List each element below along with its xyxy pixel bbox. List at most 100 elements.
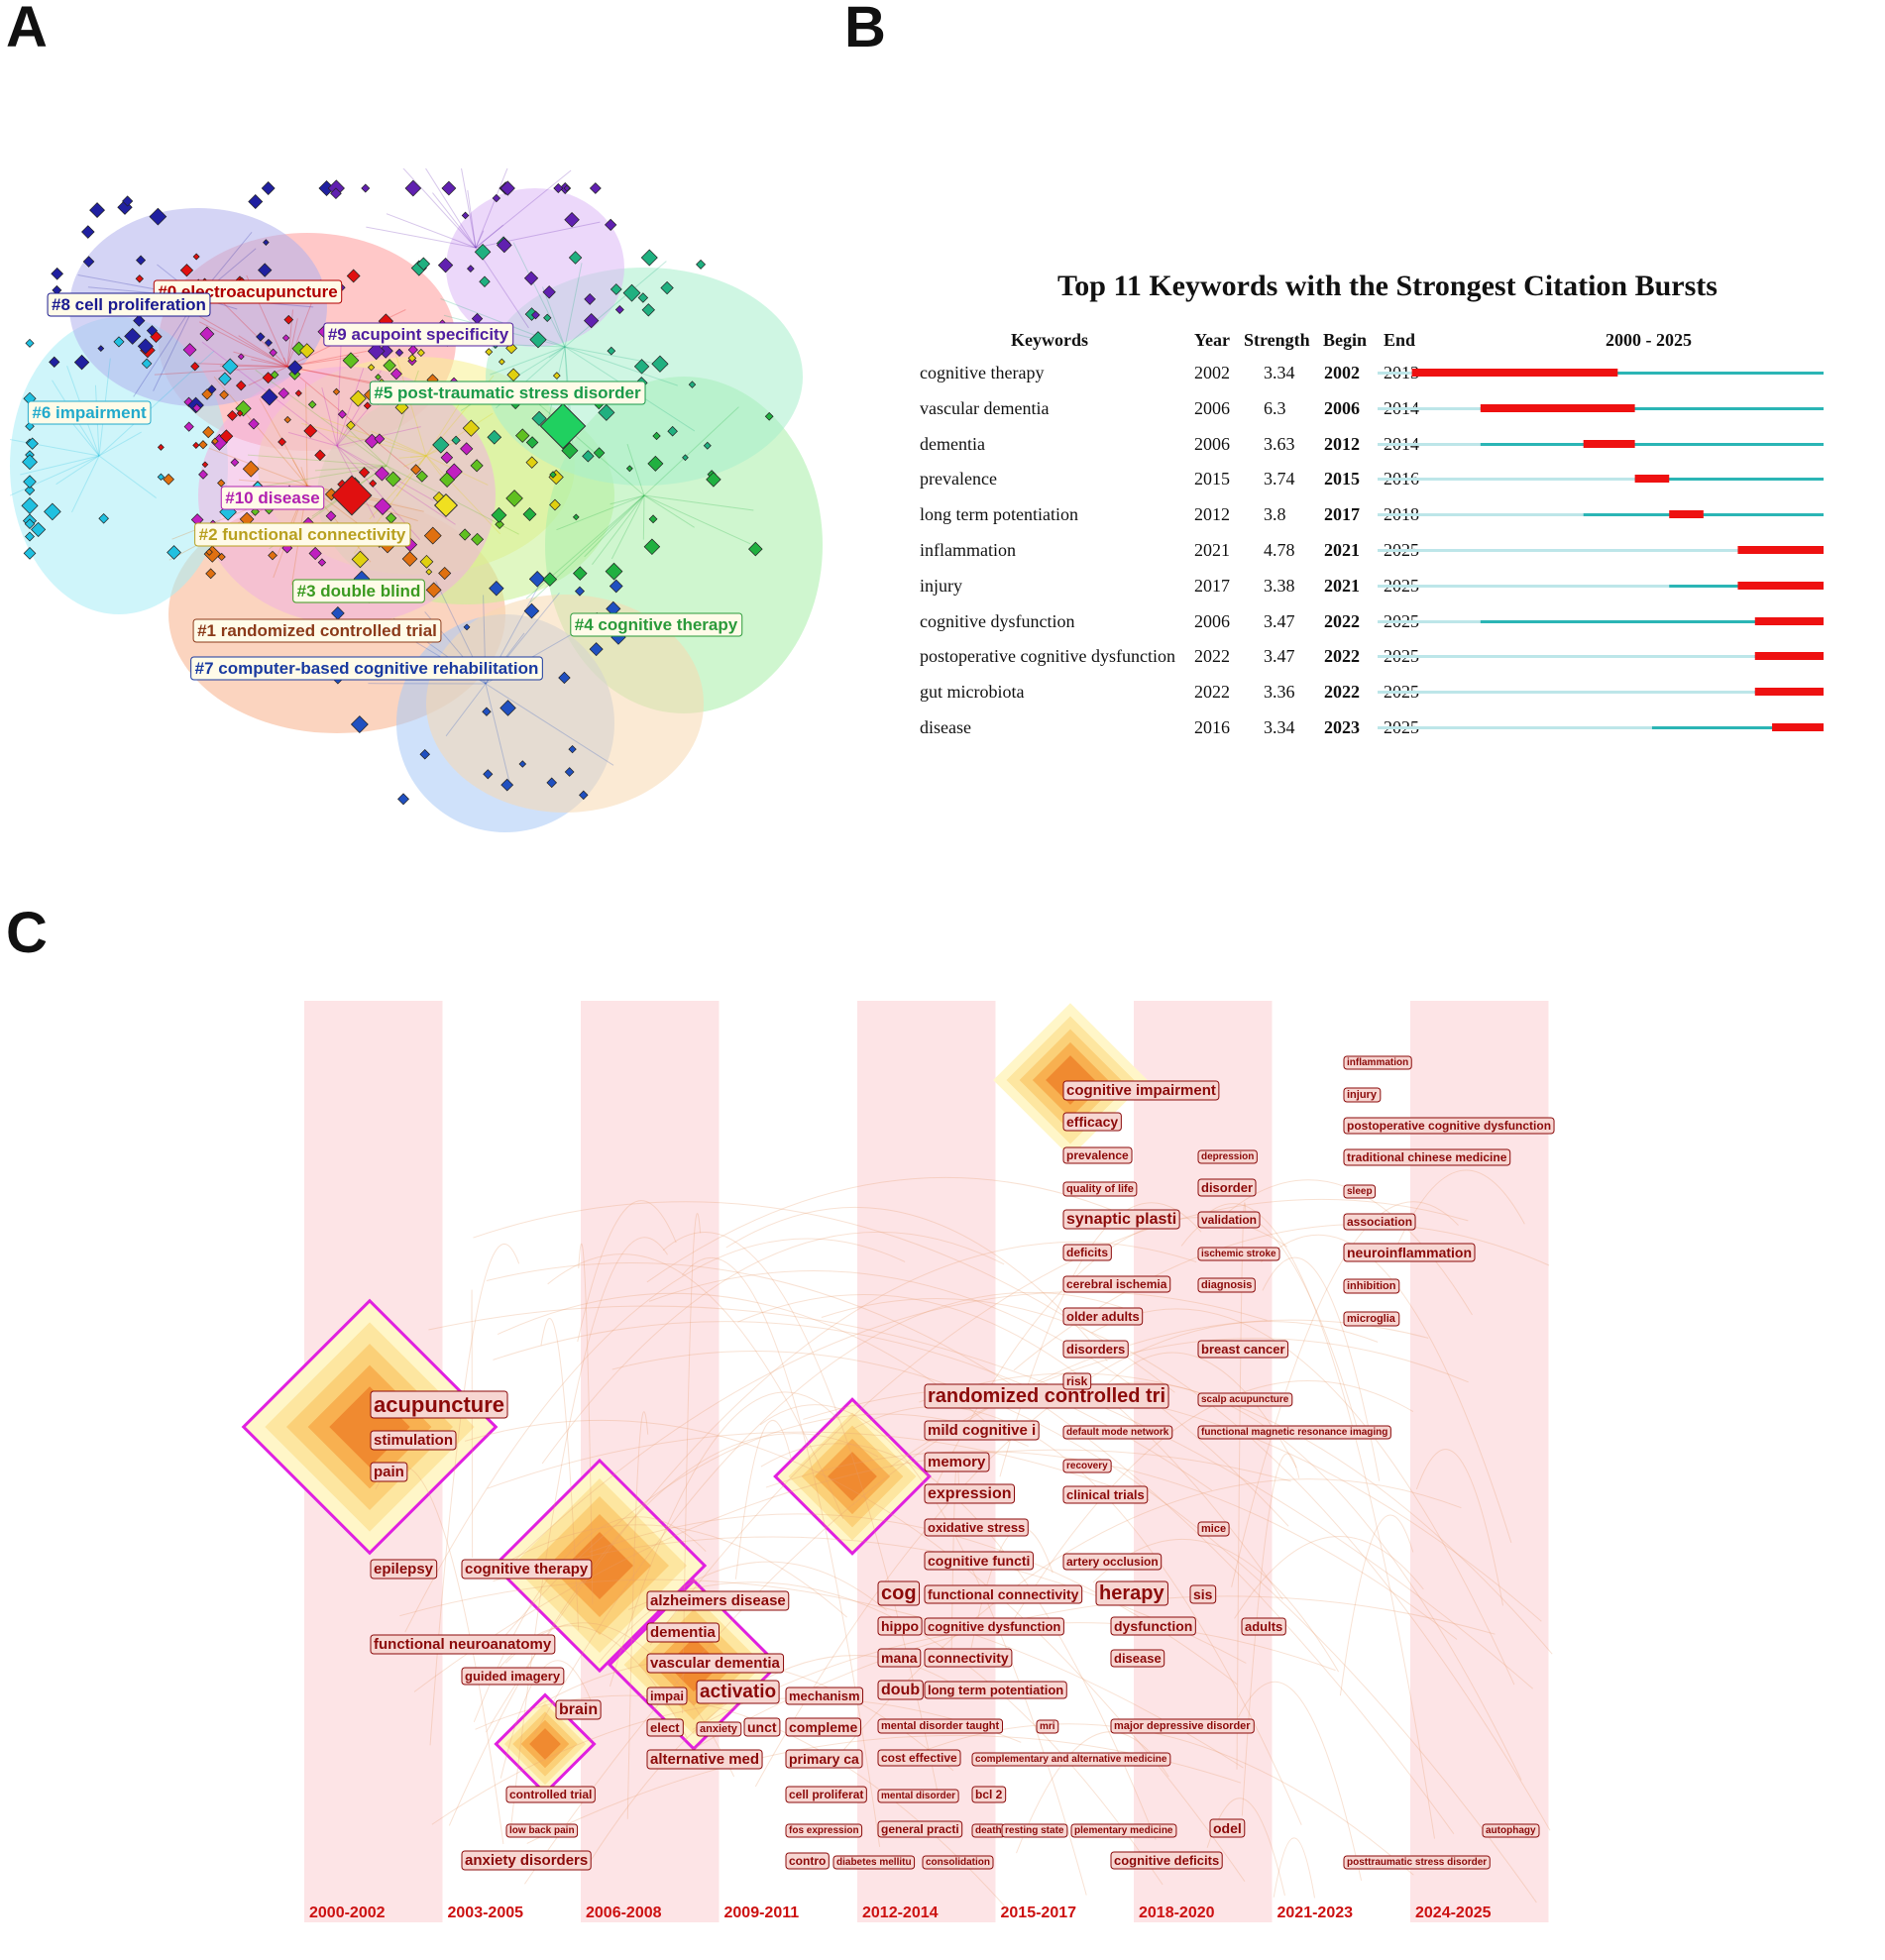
network-node bbox=[166, 545, 181, 560]
network-node bbox=[258, 263, 273, 277]
keyword-label-box bbox=[505, 1786, 596, 1803]
network-node bbox=[137, 338, 154, 355]
network-node bbox=[367, 342, 386, 361]
burst-bar bbox=[1754, 616, 1824, 625]
network-node bbox=[506, 368, 520, 381]
keyword-label-box bbox=[1110, 1649, 1165, 1668]
keyword-label: postoperative cognitive dysfunction bbox=[1347, 1119, 1551, 1133]
burst-begin: 2021 bbox=[1324, 575, 1360, 596]
burst-bar bbox=[1737, 581, 1824, 590]
cluster-label-box bbox=[27, 400, 152, 425]
keyword-label: epilepsy bbox=[374, 1561, 434, 1578]
network-node bbox=[641, 303, 655, 317]
cluster-network-panel: #0 electroacupuncture#1 randomized contr… bbox=[0, 140, 842, 862]
keyword-label: older adults bbox=[1066, 1309, 1140, 1324]
keyword-label-box bbox=[1343, 1243, 1476, 1262]
burst-inactive-bar bbox=[1378, 726, 1824, 729]
keyword-label-box bbox=[1062, 1307, 1144, 1326]
network-node bbox=[643, 538, 661, 556]
keyword-label-box bbox=[1482, 1823, 1540, 1838]
network-node bbox=[474, 244, 492, 261]
keyword-label-box bbox=[696, 1721, 742, 1737]
network-node bbox=[261, 387, 278, 406]
network-node bbox=[113, 336, 125, 348]
cluster-label: #10 disease bbox=[225, 489, 319, 507]
network-node bbox=[198, 469, 208, 480]
network-node bbox=[445, 463, 463, 481]
keyword-label: herapy bbox=[1099, 1582, 1164, 1604]
network-node bbox=[404, 179, 422, 197]
network-node bbox=[584, 312, 600, 329]
burst-bar bbox=[1634, 475, 1670, 484]
network-node bbox=[325, 510, 337, 522]
keyword-label: cog bbox=[881, 1582, 917, 1604]
network-node bbox=[492, 193, 501, 203]
network-node bbox=[82, 256, 95, 268]
keyword-label: microglia bbox=[1347, 1313, 1396, 1325]
keyword-label-box bbox=[1110, 1616, 1196, 1636]
network-node bbox=[525, 436, 539, 449]
network-node bbox=[451, 435, 461, 446]
network-node bbox=[499, 180, 515, 196]
keyword-label: neuroinflammation bbox=[1347, 1245, 1472, 1260]
network-node bbox=[307, 399, 317, 409]
network-node bbox=[375, 374, 382, 381]
keyword-label-box bbox=[461, 1559, 593, 1579]
network-node bbox=[135, 274, 144, 283]
network-node bbox=[505, 490, 523, 507]
keyword-label: cognitive impairment bbox=[1066, 1082, 1216, 1099]
network-node bbox=[440, 451, 454, 464]
network-node bbox=[688, 381, 697, 388]
network-node bbox=[531, 410, 547, 427]
keyword-label-box bbox=[1197, 1247, 1280, 1261]
keyword-label-box bbox=[971, 1752, 1171, 1767]
network-node bbox=[217, 552, 226, 562]
keyword-label: cerebral ischemia bbox=[1066, 1277, 1167, 1291]
network-node bbox=[416, 348, 425, 357]
network-node bbox=[423, 526, 442, 545]
network-node bbox=[437, 258, 454, 273]
network-node bbox=[157, 443, 165, 451]
keyword-label: vascular dementia bbox=[650, 1655, 781, 1672]
keyword-label: risk bbox=[1066, 1374, 1088, 1388]
network-node bbox=[696, 259, 707, 270]
network-node bbox=[211, 437, 219, 445]
keyword-node bbox=[529, 1728, 561, 1760]
keyword-label: cognitive therapy bbox=[465, 1561, 589, 1578]
burst-year: 2006 bbox=[1194, 433, 1230, 454]
network-node bbox=[407, 354, 417, 363]
network-node bbox=[146, 325, 158, 337]
hub-node bbox=[433, 492, 459, 518]
keyword-label: controlled trial bbox=[509, 1788, 592, 1801]
network-node bbox=[219, 389, 229, 400]
network-node bbox=[633, 359, 650, 375]
network-node bbox=[467, 265, 475, 272]
burst-bar bbox=[1754, 652, 1824, 661]
burst-begin: 2002 bbox=[1324, 363, 1360, 382]
keyword-label: stimulation bbox=[374, 1432, 453, 1449]
keyword-label-box bbox=[1197, 1521, 1230, 1537]
network-node bbox=[549, 471, 557, 479]
keyword-label-box bbox=[1070, 1823, 1177, 1838]
network-node bbox=[651, 355, 669, 373]
network-node bbox=[568, 744, 577, 754]
burst-timeline bbox=[1378, 510, 1824, 519]
keyword-label-box bbox=[1343, 1184, 1377, 1199]
network-node bbox=[199, 326, 215, 342]
network-node bbox=[531, 310, 540, 320]
keyword-label: inhibition bbox=[1347, 1280, 1396, 1292]
keyword-label: primary ca bbox=[789, 1751, 859, 1767]
period-label: 2018-2020 bbox=[1139, 1905, 1215, 1921]
cluster-label: #6 impairment bbox=[32, 403, 147, 422]
keyword-label-box bbox=[1062, 1340, 1129, 1359]
network-node bbox=[528, 571, 546, 588]
network-node bbox=[26, 437, 39, 450]
keyword-label: consolidation bbox=[926, 1857, 990, 1868]
network-node bbox=[660, 280, 674, 295]
network-node bbox=[242, 460, 260, 478]
burst-strength: 3.38 bbox=[1264, 575, 1295, 596]
network-node bbox=[441, 180, 457, 196]
burst-inactive-bar bbox=[1378, 655, 1824, 659]
burst-begin: 2022 bbox=[1324, 682, 1360, 703]
keyword-label-box bbox=[971, 1786, 1007, 1803]
